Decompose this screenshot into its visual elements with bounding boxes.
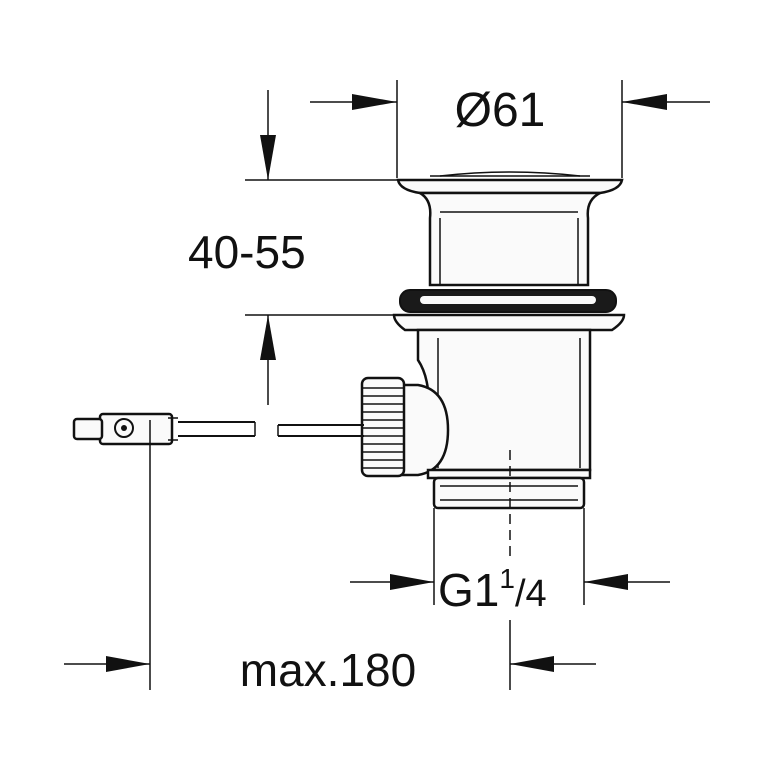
knurled-knob bbox=[360, 376, 406, 478]
max-length-label: max.180 bbox=[240, 644, 416, 696]
arrow-down-icon bbox=[260, 135, 276, 180]
diameter-dimension: Ø61 bbox=[310, 80, 710, 178]
height-label: 40-55 bbox=[188, 226, 306, 278]
washer bbox=[392, 313, 626, 332]
arrow-right-icon bbox=[106, 656, 150, 672]
arrow-left-icon bbox=[584, 574, 628, 590]
arrow-left-icon bbox=[510, 656, 554, 672]
arrow-left-icon bbox=[622, 94, 667, 110]
thread-prefix: G1 bbox=[438, 564, 499, 616]
rod-clamp bbox=[98, 412, 174, 446]
thread-denominator: /4 bbox=[515, 573, 547, 615]
arrow-up-icon bbox=[260, 315, 276, 360]
thread-label: G11/4 bbox=[438, 563, 547, 616]
max-length-dimension: max.180 bbox=[64, 620, 596, 696]
side-boss bbox=[398, 383, 450, 477]
thread-numerator: 1 bbox=[499, 563, 515, 594]
lower-neck bbox=[426, 468, 592, 480]
clamp-screw-icon bbox=[114, 418, 134, 438]
arrow-right-icon bbox=[390, 574, 434, 590]
thread-dimension: G11/4 bbox=[350, 508, 670, 616]
height-dimension: 40-55 bbox=[188, 90, 400, 405]
diameter-label: Ø61 bbox=[455, 84, 546, 137]
upper-cylinder bbox=[415, 191, 601, 287]
arrow-right-icon bbox=[352, 94, 397, 110]
threaded-tail bbox=[432, 476, 586, 510]
drain-valve bbox=[360, 171, 626, 560]
control-rod bbox=[72, 412, 364, 690]
knurl-lines bbox=[362, 387, 404, 469]
top-flange bbox=[396, 178, 624, 195]
